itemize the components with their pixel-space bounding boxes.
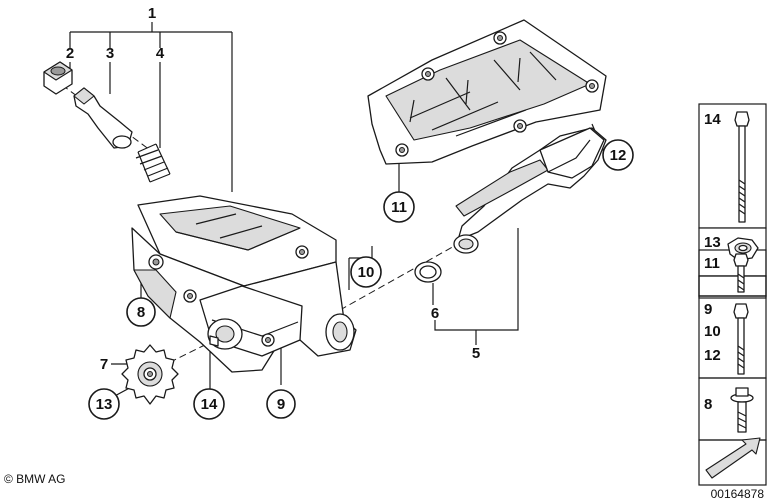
callout-7: 7	[100, 356, 108, 373]
legend-label-12: 12	[704, 347, 721, 364]
oil-pickup-pipe	[453, 127, 607, 254]
piston-part	[73, 87, 133, 149]
legend-label-10: 10	[704, 323, 721, 340]
legend-label-8: 8	[704, 396, 712, 413]
medium-bolt-9-10-12-icon	[733, 303, 749, 375]
legend-box-arrow	[698, 439, 767, 486]
callout-10: 10	[358, 264, 375, 281]
callout-circle-10	[350, 256, 382, 288]
flange-bolt-8-icon	[730, 387, 754, 433]
oil-baffle-plate	[367, 19, 607, 165]
sprocket-part	[121, 344, 179, 405]
plug-part	[43, 61, 73, 95]
diagram-number: 00164878	[711, 487, 765, 501]
oil-pump-housing	[131, 195, 357, 373]
callout-5: 5	[472, 345, 480, 362]
leader-lines	[69, 22, 605, 399]
callout-1: 1	[148, 5, 156, 22]
legend-label-13: 13	[704, 234, 721, 251]
legend-label-14: 14	[704, 111, 721, 128]
callout-6: 6	[431, 305, 439, 322]
callout-4: 4	[156, 45, 165, 62]
long-bolt-14-icon	[734, 111, 750, 223]
direction-arrow-icon	[705, 437, 761, 479]
callout-14: 14	[201, 396, 218, 413]
callout-circle-13	[88, 388, 120, 420]
callout-labels: 1 2 3 4 5 6 7 8 9 10 11 12 13 14	[66, 5, 634, 420]
callout-2: 2	[66, 45, 74, 62]
callout-circle-14	[193, 388, 225, 420]
legend-box-14	[698, 103, 767, 229]
callout-circle-9	[266, 389, 296, 419]
callout-11: 11	[391, 199, 407, 216]
callout-13: 13	[96, 396, 113, 413]
legend-box-11-top	[698, 275, 767, 297]
legend-label-11: 11	[704, 255, 720, 272]
short-bolt-11-icon	[733, 253, 749, 293]
callout-8: 8	[137, 304, 145, 321]
fastener-legend: 14 13 11 9 10 12 8	[698, 103, 767, 486]
callout-circle-8	[126, 297, 156, 327]
copyright-text: © BMW AG	[4, 472, 66, 486]
callout-circle-12	[602, 139, 634, 171]
seal-ring-part	[414, 261, 442, 283]
callout-circle-11	[383, 191, 415, 223]
callout-3: 3	[106, 45, 114, 62]
legend-label-9: 9	[704, 301, 712, 318]
spring-part	[135, 143, 171, 183]
callout-12: 12	[610, 147, 627, 164]
callout-9: 9	[277, 396, 285, 413]
